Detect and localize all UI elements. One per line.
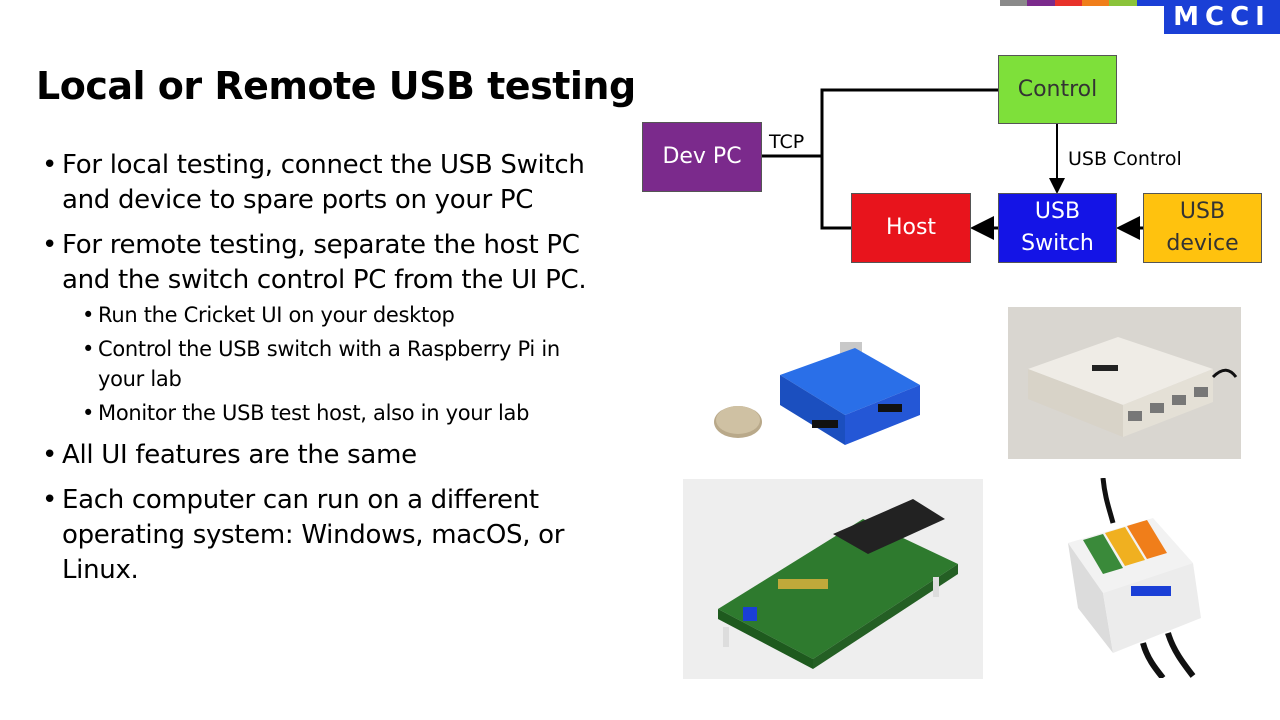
usb-control-label: USB Control [1068,148,1182,170]
connection-exerciser-photo [1043,478,1223,678]
tcp-label: TCP [769,131,805,153]
exerciser-illustration [1068,478,1201,678]
slide-title: Local or Remote USB testing [36,64,636,108]
raspberry-pi-board-photo [683,479,983,679]
usb-device-node: USB device [1143,193,1262,263]
sub-bullet-list: Run the Cricket UI on your desktop Contr… [62,300,600,428]
sub-bullet-item: Monitor the USB test host, also in your … [62,398,600,428]
logo-color-strip [1000,0,1164,6]
usb-hub-photo [700,330,970,460]
mcci-logo: MCCI [1164,0,1280,34]
control-node: Control [998,55,1117,124]
dev-pc-node: Dev PC [642,122,762,192]
usb-hub-illustration [714,342,920,445]
bullet-item: All UI features are the same [40,438,600,473]
pi-board-illustration [718,499,958,669]
sub-bullet-item: Run the Cricket UI on your desktop [62,300,600,330]
bullet-item: For remote testing, separate the host PC… [40,228,600,428]
bullet-item: For local testing, connect the USB Switc… [40,148,600,218]
bullet-list: For local testing, connect the USB Switc… [40,148,600,598]
model-switch-box-photo [1008,307,1241,459]
sub-bullet-item: Control the USB switch with a Raspberry … [62,334,600,394]
usb-switch-node: USB Switch [998,193,1117,263]
connector-bus [820,88,998,230]
bullet-item: Each computer can run on a different ope… [40,483,600,588]
host-node: Host [851,193,971,263]
switch-box-illustration [1028,337,1238,437]
